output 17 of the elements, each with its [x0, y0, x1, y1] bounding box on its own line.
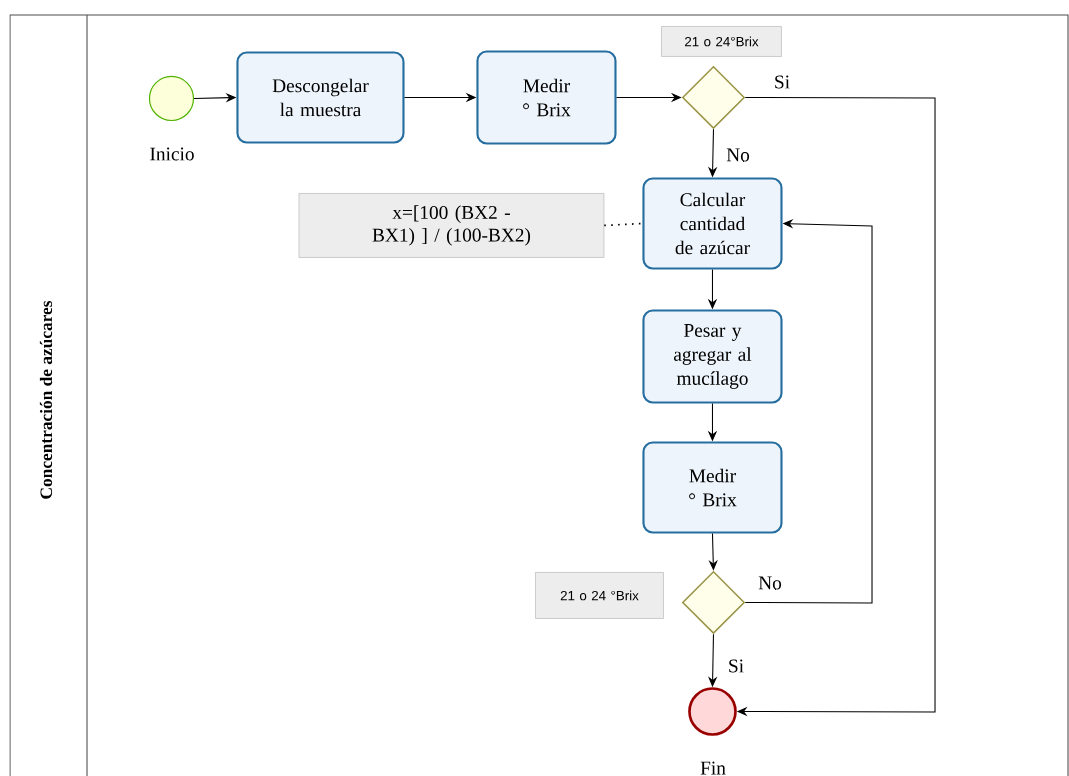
- start-event-circle: [148, 75, 195, 122]
- edge-label: Si: [726, 658, 746, 674]
- annotation-box: 21 o 24 °Brix: [535, 572, 664, 619]
- task-box: Descongelar la muestra: [236, 51, 405, 144]
- edge-label: No: [724, 147, 752, 163]
- event-label: Fin: [700, 761, 726, 775]
- edge-label: Si: [772, 74, 792, 90]
- event-label: Inicio: [150, 147, 194, 161]
- edge-label: No: [756, 575, 784, 591]
- task-box: Pesar y agregar al mucílago: [642, 309, 783, 404]
- arrow: [744, 219, 873, 604]
- task-box: Calcular cantidad de azúcar: [642, 177, 783, 270]
- annotation-box: x=[100 (BX2 - BX1) ] / (100-BX2): [298, 193, 605, 258]
- task-box: Medir ° Brix: [642, 441, 783, 534]
- task-box: Medir ° Brix: [476, 50, 617, 145]
- annotation-box: 21 o 24°Brix: [661, 26, 782, 57]
- end-event-circle: [688, 687, 737, 736]
